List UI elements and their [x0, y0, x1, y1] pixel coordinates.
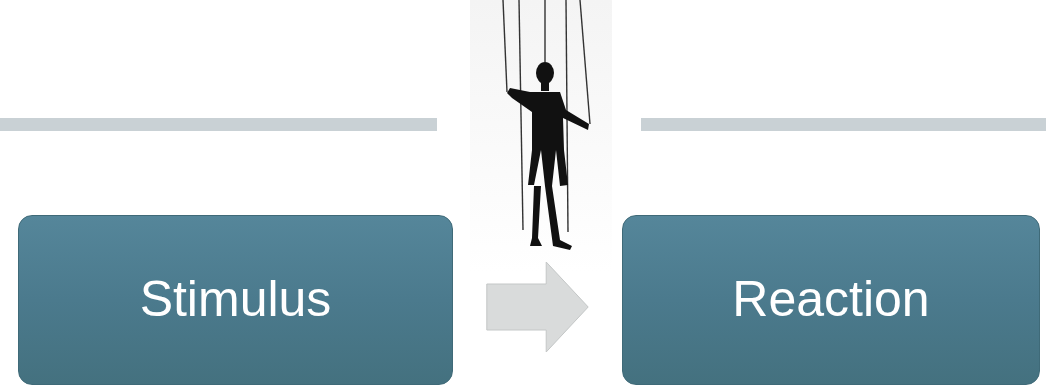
box-label: Reaction: [732, 271, 929, 329]
box-label: Stimulus: [140, 271, 332, 329]
divider-line: [641, 118, 1046, 131]
divider-line: [0, 118, 437, 131]
puppet-photo: [470, 0, 612, 272]
process-box: Stimulus: [18, 215, 453, 385]
block-arrow: [487, 262, 588, 352]
process-box: Reaction: [622, 215, 1040, 385]
